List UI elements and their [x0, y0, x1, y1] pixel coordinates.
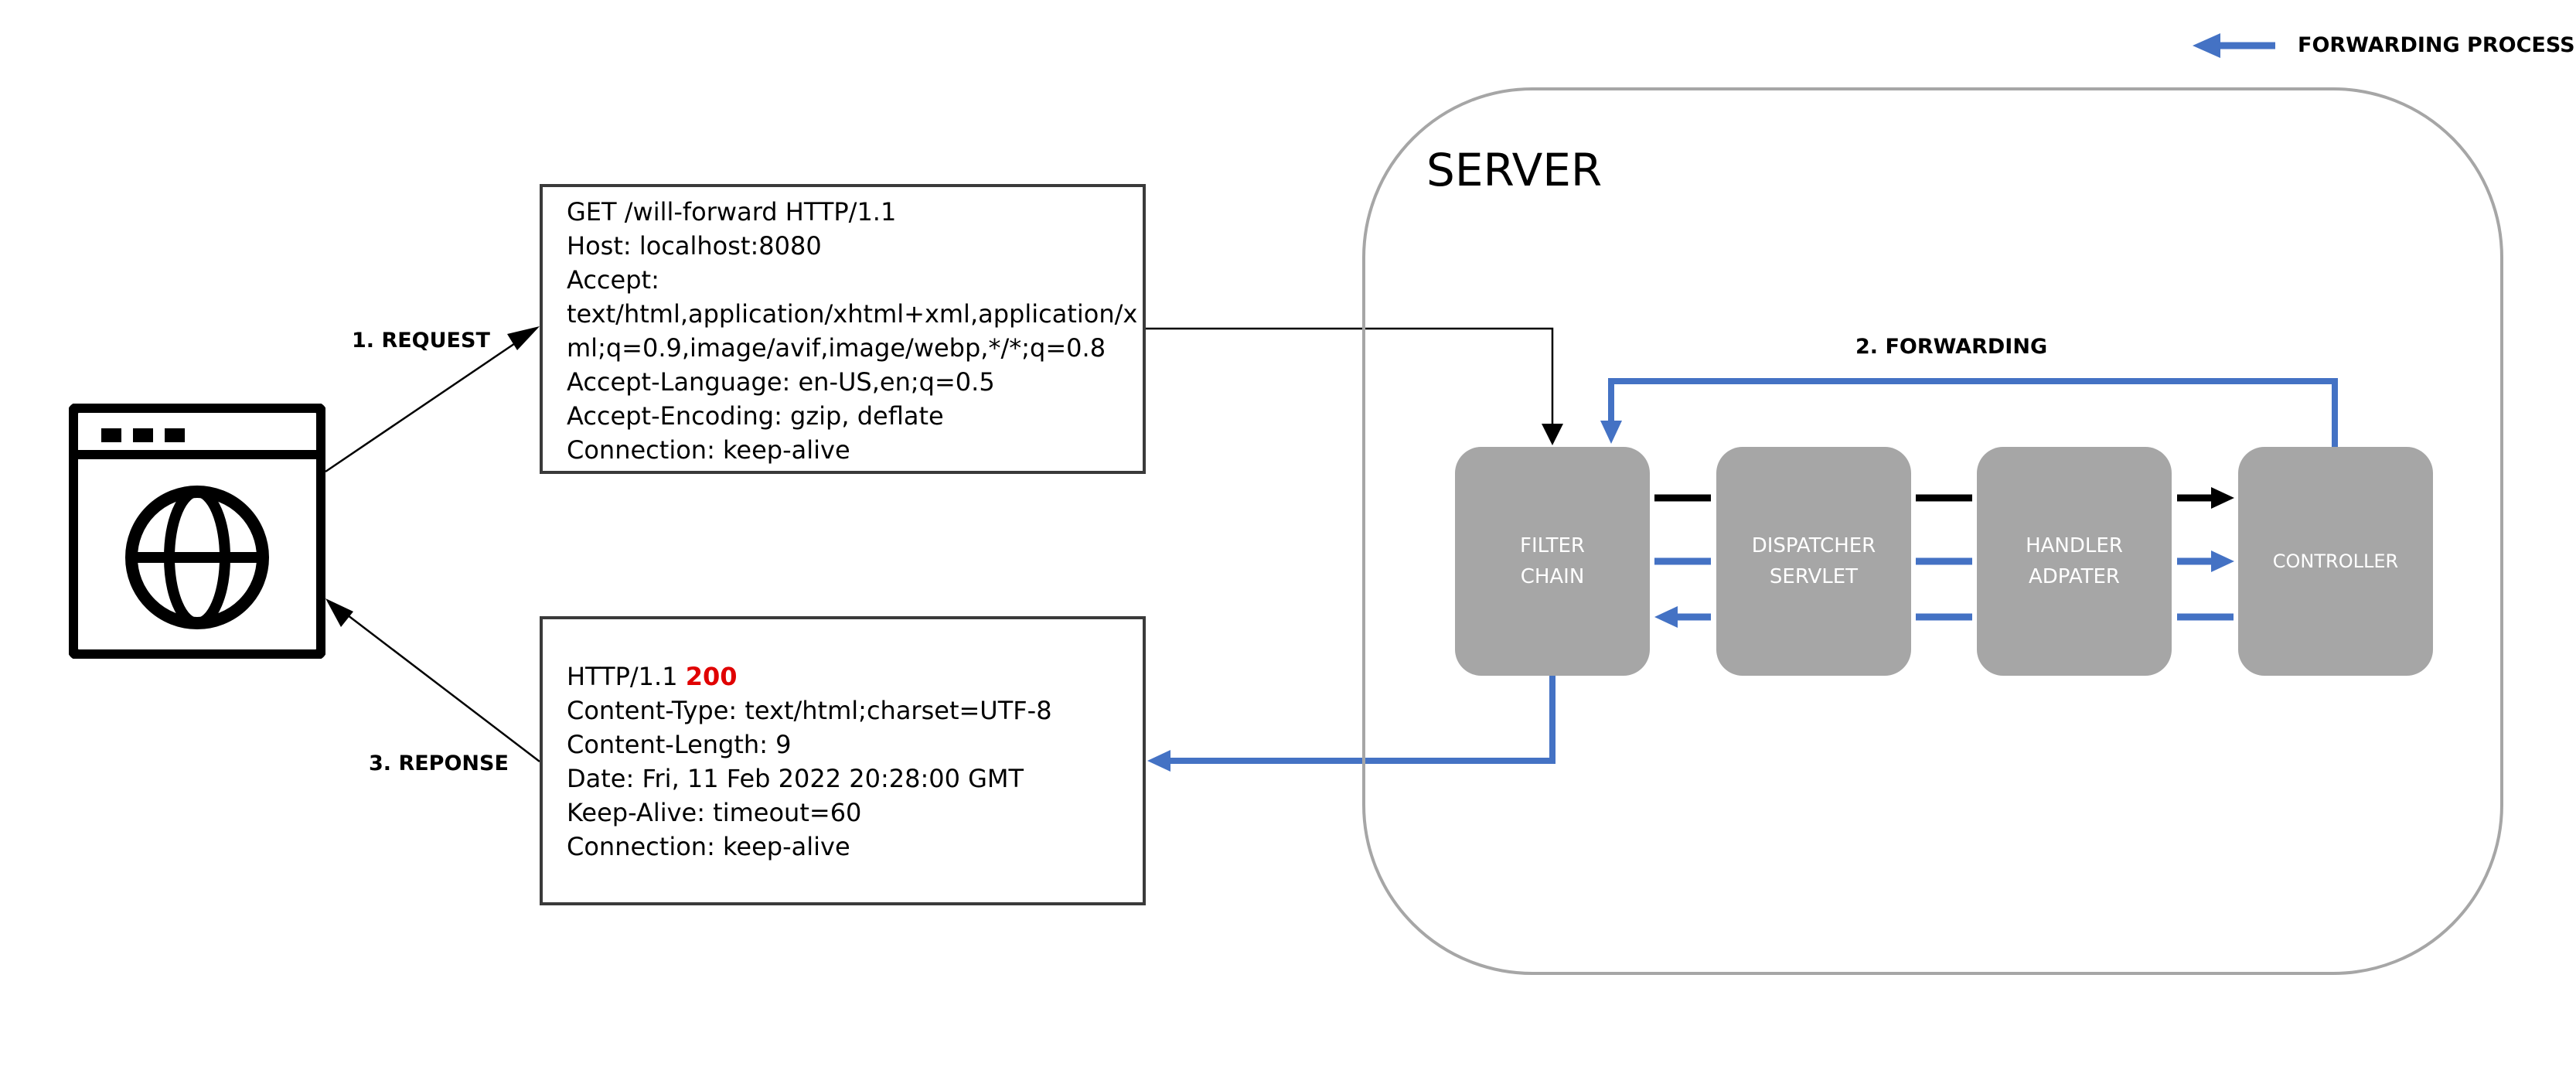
- dispatcher-servlet-node: DISPATCHER SERVLET: [1716, 447, 1911, 676]
- black-arrow-handler-controller: [2177, 487, 2234, 509]
- browser-globe-icon: [69, 404, 325, 659]
- node-label: SERVLET: [1769, 565, 1859, 588]
- node-label: FILTER: [1520, 534, 1585, 557]
- legend-label: FORWARDING PROCESS: [2298, 32, 2575, 57]
- node-label: HANDLER: [2026, 534, 2123, 557]
- http-response-box: HTTP/1.1 200 Content-Type: text/html;cha…: [540, 616, 1146, 905]
- response-status-line: HTTP/1.1 200: [567, 659, 1143, 694]
- blue-arrow-handler-controller: [2177, 550, 2234, 572]
- node-label: CONTROLLER: [2272, 550, 2399, 572]
- request-line: Host: localhost:8080: [567, 231, 822, 261]
- response-status-prefix: HTTP/1.1: [567, 662, 678, 691]
- response-label: 3. REPONSE: [369, 752, 509, 775]
- server-title: SERVER: [1426, 144, 1603, 196]
- request-line: GET /will-forward HTTP/1.1: [567, 197, 897, 227]
- forwarding-loop-arrow: [1600, 378, 2338, 447]
- response-line: Connection: keep-alive: [567, 832, 850, 861]
- http-request-box: GET /will-forward HTTP/1.1 Host: localho…: [540, 184, 1146, 474]
- handler-adapter-node: HANDLER ADPATER: [1977, 447, 2172, 676]
- request-line: ml;q=0.9,image/avif,image/webp,*/*;q=0.8: [567, 333, 1106, 363]
- response-line: Content-Type: text/html;charset=UTF-8: [567, 696, 1052, 725]
- filter-to-response-arrow: [1147, 676, 1555, 772]
- request-label: 1. REQUEST: [352, 329, 490, 353]
- request-line: Accept-Language: en-US,en;q=0.5: [567, 367, 995, 397]
- controller-node: CONTROLLER: [2238, 447, 2433, 676]
- response-line: Date: Fri, 11 Feb 2022 20:28:00 GMT: [567, 764, 1024, 793]
- legend-arrow-icon: [2193, 33, 2275, 58]
- server-container: [1362, 87, 2503, 975]
- request-arrow: [325, 326, 540, 473]
- node-label: ADPATER: [2029, 565, 2120, 588]
- request-line: Accept:: [567, 265, 659, 295]
- node-label: DISPATCHER: [1751, 534, 1876, 557]
- filter-chain-node: FILTER CHAIN: [1455, 447, 1650, 676]
- legend: FORWARDING PROCESS: [2192, 29, 2575, 60]
- response-line: Keep-Alive: timeout=60: [567, 798, 862, 827]
- response-line: Content-Length: 9: [567, 730, 792, 759]
- request-line: Connection: keep-alive: [567, 435, 850, 465]
- blue-arrow-dispatcher-filter: [1654, 606, 1711, 628]
- node-label: CHAIN: [1520, 565, 1585, 588]
- request-line: text/html,application/xhtml+xml,applicat…: [567, 299, 1138, 329]
- request-line: Accept-Encoding: gzip, deflate: [567, 401, 944, 431]
- response-status-code: 200: [685, 662, 738, 691]
- forwarding-label: 2. FORWARDING: [1855, 335, 2048, 359]
- request-to-filter-arrow: [1146, 327, 1563, 445]
- response-arrow: [325, 598, 540, 762]
